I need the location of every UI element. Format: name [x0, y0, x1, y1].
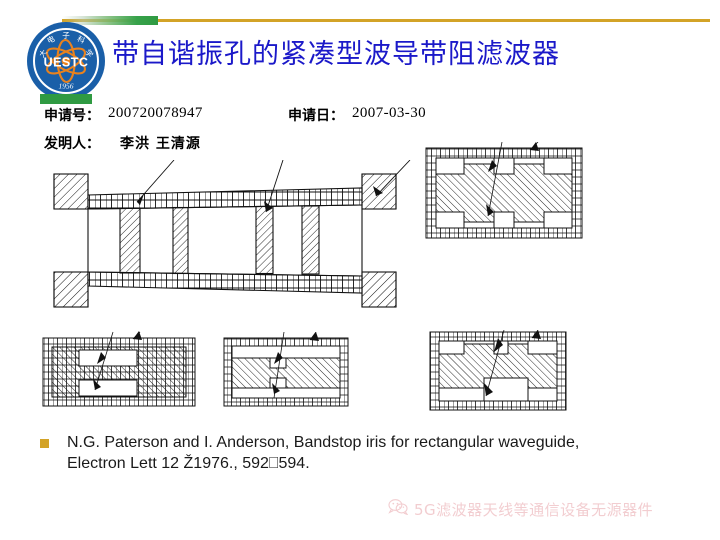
reference-bullet-marker [40, 439, 49, 448]
watermark: 5G滤波器天线等通信设备无源器件 [388, 498, 653, 520]
svg-text:电: 电 [45, 33, 57, 45]
svg-text:1956: 1956 [59, 82, 74, 91]
reference-citation: N.G. Paterson and I. Anderson, Bandstop … [40, 432, 640, 474]
iris-vane-3 [255, 205, 274, 275]
reference-text: N.G. Paterson and I. Anderson, Bandstop … [67, 434, 580, 472]
application-date-value: 2007-03-30 [352, 105, 426, 121]
leader-line-2 [265, 160, 284, 213]
svg-text:UESTC: UESTC [44, 55, 89, 69]
iris-vane-1 [119, 207, 141, 274]
cross-section-detail-bottom-left [42, 331, 196, 407]
logo-green-tab [40, 94, 92, 104]
svg-text:科: 科 [76, 33, 88, 45]
header-divider-rule [62, 19, 710, 22]
watermark-text: 5G滤波器天线等通信设备无源器件 [414, 500, 654, 519]
application-number-label: 申请号： [44, 108, 100, 124]
page-title: 带自谐振孔的紧凑型波导带阻滤波器 [112, 39, 560, 70]
inventor-value: 李洪 王清源 [120, 136, 201, 152]
header-green-accent [62, 16, 158, 25]
cross-section-detail-bottom-right [429, 330, 567, 411]
application-number-value: 200720078947 [108, 105, 203, 121]
iris-vane-4 [301, 205, 320, 275]
cross-section-detail-top-right [425, 142, 583, 239]
wechat-icon [388, 498, 409, 520]
inventor-label: 发明人： [44, 136, 100, 152]
application-date-label: 申请日： [288, 108, 344, 124]
cross-section-detail-bottom-center [223, 332, 349, 407]
leader-line-3 [375, 160, 411, 197]
emblem-inner-ring [33, 28, 99, 94]
iris-vane-2 [172, 206, 189, 275]
svg-text:子: 子 [62, 31, 70, 40]
waveguide-bandstop-filter-longitudinal-section [53, 160, 411, 308]
emblem-artwork: UESTC 1956 电 子 科 大 学 [36, 31, 96, 91]
uestc-emblem-icon: UESTC 1956 电 子 科 大 学 [27, 22, 105, 100]
leader-line-1 [136, 160, 175, 203]
